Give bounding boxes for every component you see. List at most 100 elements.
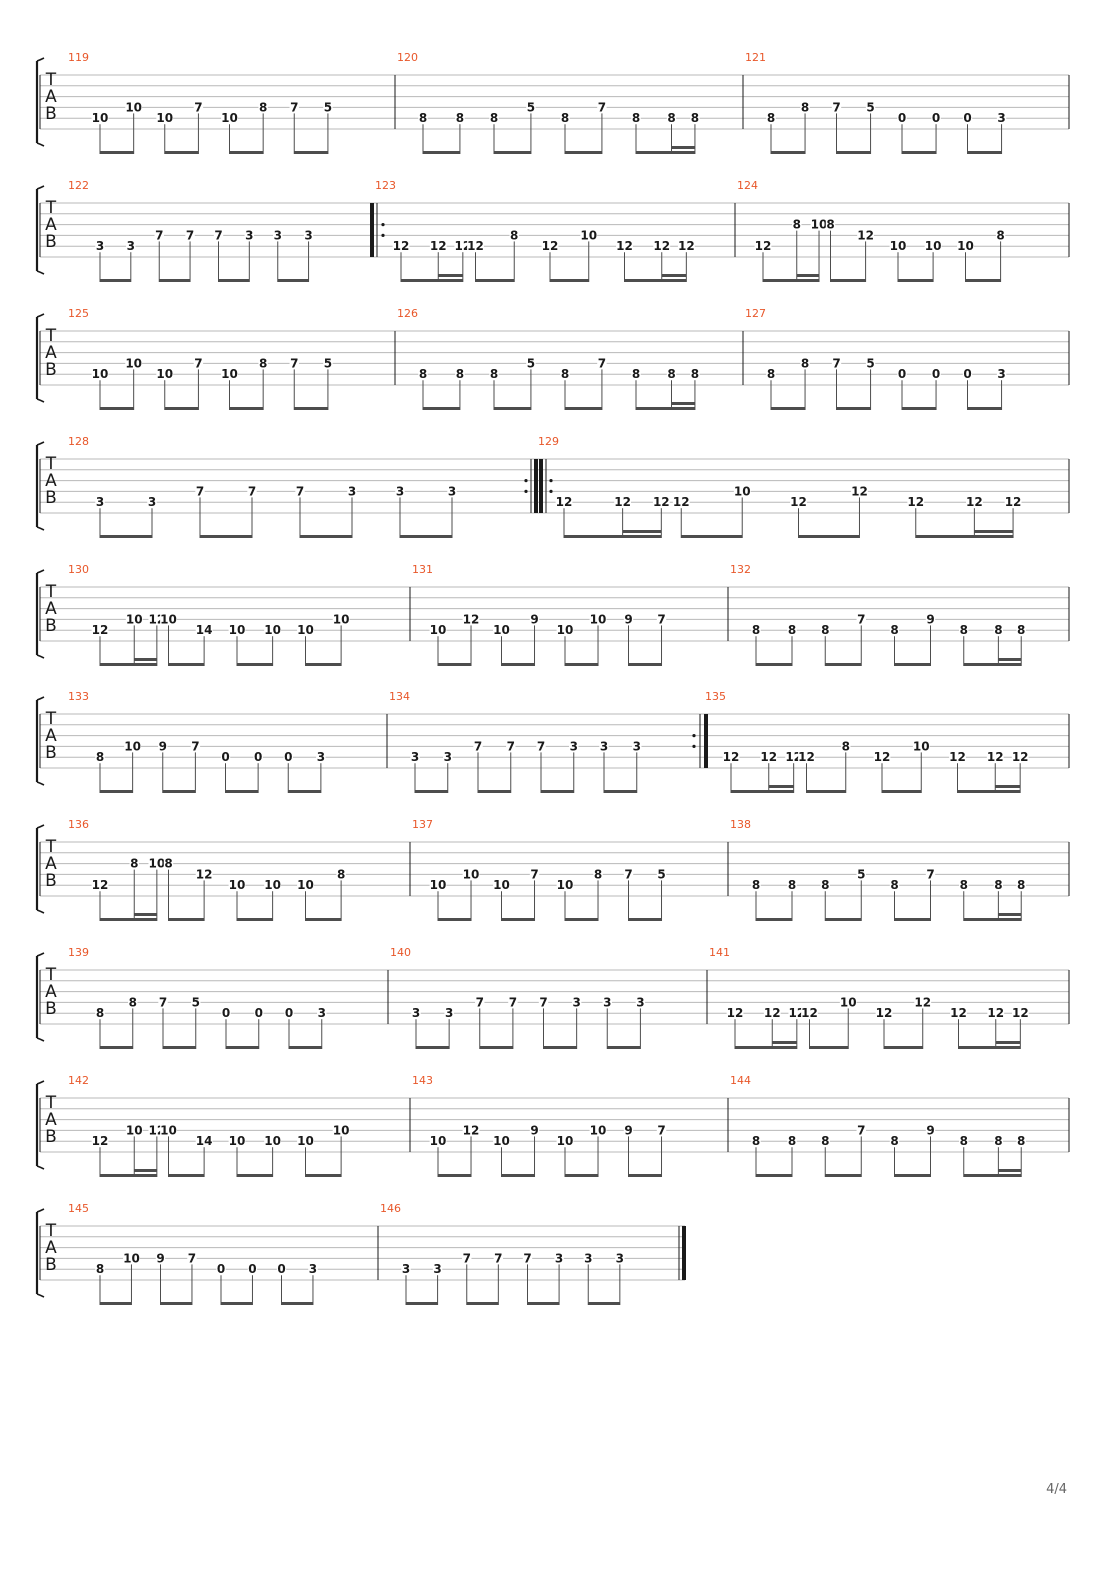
measure-number: 130 [68, 563, 89, 576]
fret-mask [656, 1124, 667, 1137]
fret-number: 12 [764, 1006, 781, 1020]
fret-number: 12 [542, 239, 559, 253]
fret-number: 10 [149, 857, 166, 871]
fret-mask [432, 1263, 443, 1276]
fret-mask [128, 996, 138, 1009]
fret-number: 10 [264, 878, 281, 892]
fret-number: 8 [129, 995, 137, 1009]
beam-eighth [825, 918, 862, 921]
fret-number: 10 [925, 239, 942, 253]
fret-mask [258, 357, 268, 370]
fret-number: 10 [126, 612, 143, 626]
fret-number: 8 [1017, 623, 1025, 637]
beam-eighth [501, 663, 535, 666]
beam-eighth [830, 279, 866, 282]
fret-number: 3 [445, 1006, 453, 1020]
beam-eighth [160, 1302, 192, 1305]
tab-clef-letter: A [45, 471, 57, 491]
fret-mask [526, 101, 536, 114]
fret-mask [993, 1135, 1004, 1148]
fret-number: 5 [324, 356, 332, 370]
fret-number: 3 [584, 1251, 592, 1265]
beam-eighth [541, 790, 574, 793]
fret-number: 8 [842, 739, 850, 753]
fret-mask [1016, 1135, 1026, 1148]
fret-mask [91, 368, 109, 381]
fret-number: 7 [537, 739, 545, 753]
fret-number: 10 [229, 1134, 246, 1148]
bracket-bottom-curl [36, 270, 45, 275]
bracket-top-curl [36, 313, 45, 318]
thick-barline [534, 459, 538, 513]
fret-mask [931, 368, 941, 381]
beam-eighth [527, 1302, 560, 1305]
fret-mask [493, 624, 510, 637]
fret-number: 10 [92, 367, 109, 381]
fret-mask [571, 996, 582, 1009]
fret-number: 12 [790, 495, 807, 509]
fret-mask [690, 112, 700, 125]
fret-number: 12 [653, 239, 670, 253]
fret-mask [418, 112, 428, 125]
fret-number: 12 [92, 623, 109, 637]
fret-number: 12 [987, 1006, 1004, 1020]
fret-mask [429, 1135, 447, 1148]
fret-mask [91, 624, 109, 637]
fret-number: 10 [590, 1123, 607, 1137]
tab-clef-letter: A [45, 982, 57, 1002]
fret-mask [529, 613, 540, 626]
fret-number: 8 [994, 878, 1002, 892]
beam-eighth [565, 663, 599, 666]
fret-mask [125, 101, 143, 114]
fret-mask [185, 229, 195, 242]
beam-eighth [636, 407, 695, 410]
beam-eighth [478, 790, 511, 793]
fret-mask [148, 857, 166, 870]
fret-number: 7 [832, 100, 840, 114]
fret-mask [615, 1252, 625, 1265]
bracket-top-curl [36, 569, 45, 574]
bracket-bottom-curl [36, 909, 45, 914]
fret-mask [264, 1135, 282, 1148]
fret-mask [221, 112, 238, 125]
fret-number: 12 [1005, 495, 1022, 509]
fret-mask [187, 1252, 197, 1265]
beam-eighth [894, 918, 931, 921]
fret-number: 10 [92, 111, 109, 125]
beam-eighth [226, 1046, 259, 1049]
fret-mask [125, 357, 143, 370]
fret-mask [800, 101, 810, 114]
beam-eighth [100, 535, 152, 538]
beam-eighth [100, 663, 157, 666]
tab-clef-letter: A [45, 215, 57, 235]
fret-mask [652, 496, 670, 509]
beam-sixteenth [768, 785, 794, 788]
beam-eighth [237, 663, 273, 666]
fret-number: 3 [616, 1251, 624, 1265]
fret-number: 12 [616, 239, 633, 253]
fret-number: 12 [463, 612, 480, 626]
beam-eighth [168, 918, 205, 921]
measure-number: 132 [730, 563, 751, 576]
fret-mask [160, 613, 177, 626]
fret-number: 8 [994, 623, 1002, 637]
measure-number: 139 [68, 946, 89, 959]
bracket-top-curl [36, 1080, 45, 1085]
fret-mask [155, 1252, 166, 1265]
measure-number: 127 [745, 307, 766, 320]
measure-number: 120 [397, 51, 418, 64]
fret-number: 7 [539, 995, 547, 1009]
fret-mask [555, 496, 573, 509]
fret-number: 8 [767, 111, 775, 125]
beam-eighth [501, 1174, 535, 1177]
fret-mask [156, 112, 174, 125]
fret-mask [907, 496, 925, 509]
fret-number: 8 [667, 111, 675, 125]
fret-number: 8 [561, 111, 569, 125]
fret-mask [986, 751, 1004, 764]
fret-number: 7 [857, 612, 865, 626]
tab-clef-letter: T [45, 965, 57, 985]
fret-number: 8 [164, 857, 172, 871]
fret-number: 8 [456, 111, 464, 125]
